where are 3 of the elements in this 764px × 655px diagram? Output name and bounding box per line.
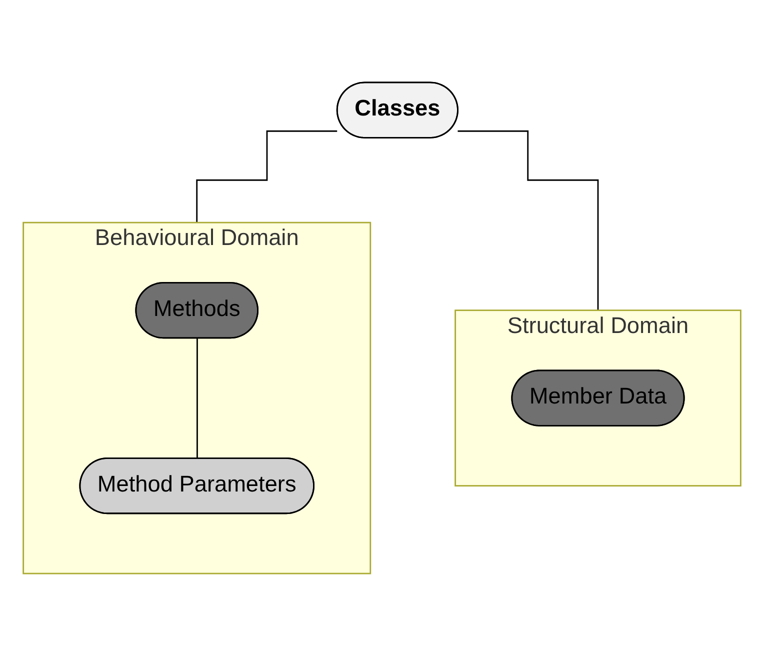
connector <box>458 130 599 311</box>
connector <box>196 130 338 223</box>
connector <box>196 337 198 460</box>
